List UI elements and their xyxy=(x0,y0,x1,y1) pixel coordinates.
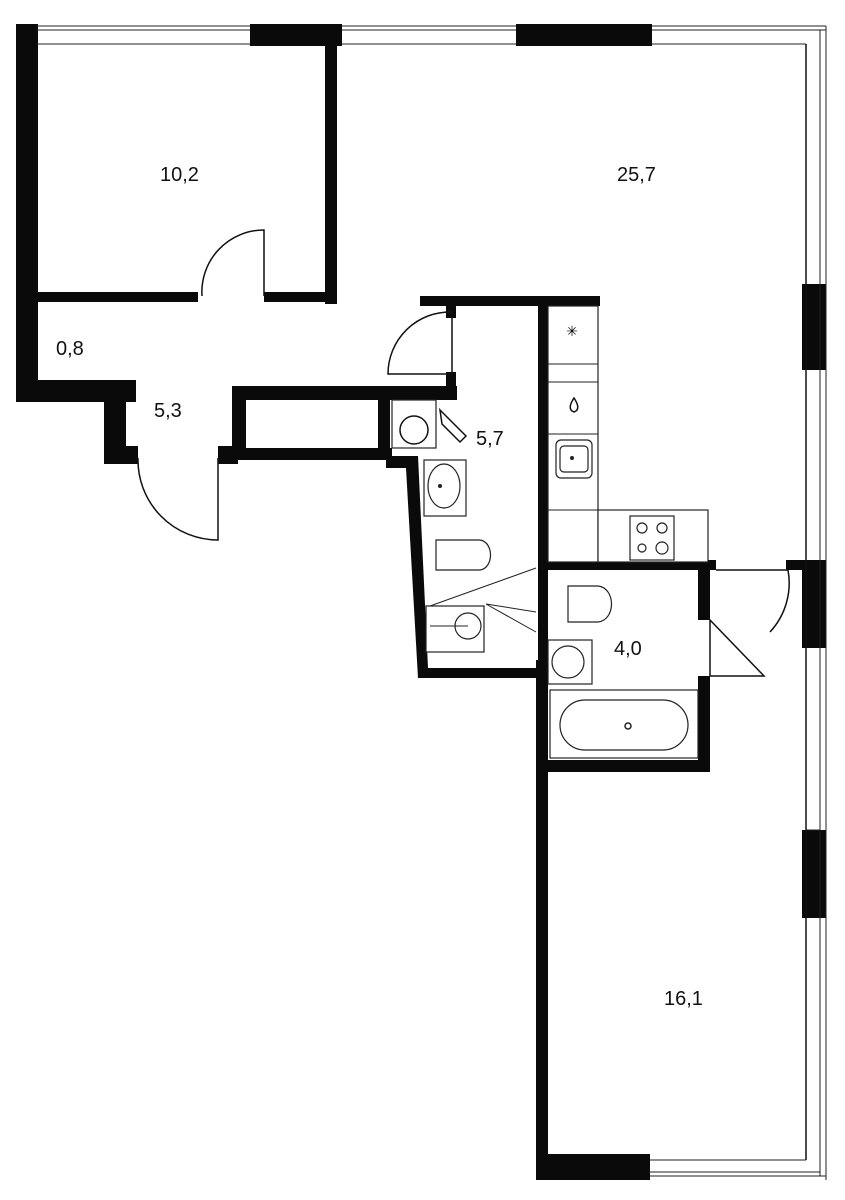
wall-kitchen-bottom xyxy=(538,560,716,570)
wall-bedroom2-left xyxy=(536,660,548,1180)
area-label-hallway: 5,3 xyxy=(154,400,182,422)
area-label-bedroom-bottom-right: 16,1 xyxy=(664,988,703,1010)
wall-bath-top-stub xyxy=(446,296,456,318)
wall-corner xyxy=(16,24,36,44)
area-label-bathroom-small: 4,0 xyxy=(614,638,642,660)
wall-bath-right xyxy=(538,296,548,676)
area-label-living-kitchen: 25,7 xyxy=(617,164,656,186)
kitchen: ✳ xyxy=(547,305,709,563)
small-bath-fixtures xyxy=(547,585,699,759)
wall-bottom-left xyxy=(536,1154,650,1180)
area-label-wardrobe: 0,8 xyxy=(56,338,84,360)
walls xyxy=(16,24,826,1180)
wall-bath-left-slant xyxy=(386,456,546,678)
shower-glass xyxy=(429,567,537,633)
doors xyxy=(137,229,790,677)
wall-hall-top xyxy=(232,386,457,400)
cooktop-icon xyxy=(629,515,675,561)
wall-top-segment xyxy=(250,24,342,46)
door-bedroom xyxy=(201,229,265,297)
wall-bedroom-bottom-left xyxy=(30,292,198,302)
door-entrance xyxy=(137,457,219,541)
washing-machine-icon xyxy=(391,399,437,449)
wall-niche-bottom xyxy=(232,448,392,460)
water-heater xyxy=(438,407,468,444)
area-label-bedroom-top-left: 10,2 xyxy=(160,164,199,186)
wall-top-segment-2 xyxy=(516,24,652,46)
wall-small-bath-bottom xyxy=(538,760,710,772)
pillar-right-2-stub xyxy=(786,560,816,570)
bathroom-fixtures xyxy=(391,399,537,653)
wall-hall-left xyxy=(104,380,126,464)
toilet xyxy=(435,539,492,571)
toilet-small xyxy=(567,585,612,623)
windows xyxy=(36,25,827,1180)
wall-left xyxy=(16,24,38,402)
door-living-balcony xyxy=(716,569,790,633)
door-small-bath xyxy=(709,618,766,677)
wall-hall-left-foot xyxy=(104,446,138,464)
wall-niche-left xyxy=(232,386,246,458)
wall-niche-right xyxy=(378,396,390,456)
bathtub xyxy=(559,699,689,751)
area-label-bathroom-main: 5,7 xyxy=(476,428,504,450)
wall-bath-top xyxy=(420,296,600,306)
asterisk-icon: ✳ xyxy=(566,324,578,340)
bath-sink xyxy=(427,463,461,509)
wall-small-bath-right xyxy=(698,676,710,772)
wall-small-bath-door-stub xyxy=(698,560,710,620)
water-drop-icon xyxy=(569,396,579,413)
small-sink xyxy=(551,645,585,679)
wall-bedroom-right xyxy=(325,24,337,304)
wall-bath-door-stub xyxy=(446,372,456,398)
door-bathroom xyxy=(387,311,453,375)
wall-bedroom-bottom-right xyxy=(264,292,336,302)
